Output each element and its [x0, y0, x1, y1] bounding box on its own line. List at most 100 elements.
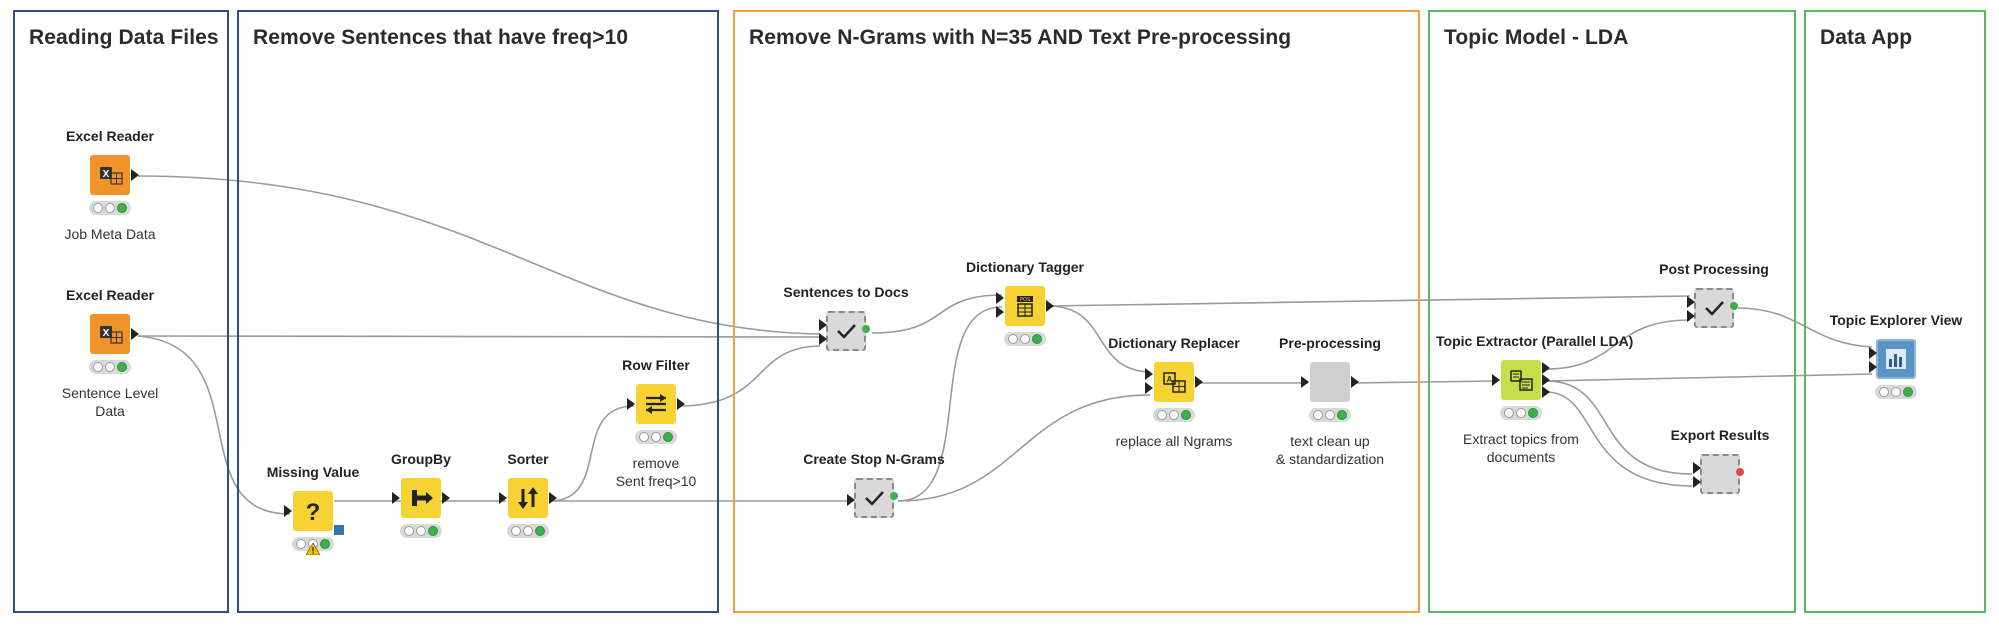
input-port[interactable]	[1869, 347, 1877, 359]
node-export-results[interactable]: Export Results	[1635, 426, 1805, 494]
svg-text:?: ?	[306, 499, 321, 526]
excel-reader-icon[interactable]: X	[90, 155, 139, 195]
output-port[interactable]	[131, 328, 139, 340]
warning-icon	[306, 543, 320, 555]
chart-view-icon[interactable]	[1869, 339, 1916, 379]
node-label: Pre-processing	[1279, 335, 1381, 351]
input-port[interactable]	[499, 492, 507, 504]
input-port[interactable]	[847, 494, 855, 506]
node-dictionary-tagger[interactable]: Dictionary Tagger POS	[940, 258, 1110, 346]
group-title: Remove Sentences that have freq>10	[253, 26, 629, 49]
input-port[interactable]	[1145, 382, 1153, 394]
node-status-lights	[507, 524, 549, 538]
node-row-filter[interactable]: Row Filter remove Sent freq>10	[571, 356, 741, 490]
node-label: Post Processing	[1659, 261, 1769, 277]
flow-variable-badge	[334, 525, 344, 535]
input-port[interactable]	[1869, 361, 1877, 373]
output-port[interactable]	[862, 325, 870, 333]
node-topic-explorer-view[interactable]: Topic Explorer View	[1811, 311, 1981, 399]
input-port[interactable]	[284, 505, 292, 517]
input-port[interactable]	[819, 319, 827, 331]
group-data-app[interactable]: Data App	[1804, 10, 1986, 613]
wire-rowfilter-to-sent2docs	[677, 345, 821, 407]
node-annotation: remove Sent freq>10	[615, 455, 697, 489]
input-port[interactable]	[392, 492, 400, 504]
tagger-icon[interactable]: POS	[996, 286, 1054, 326]
input-port[interactable]	[1687, 296, 1695, 308]
group-remove-sentences[interactable]: Remove Sentences that have freq>10	[237, 10, 719, 613]
wire-preproc-to-topicext	[1351, 380, 1497, 384]
node-label: Topic Extractor (Parallel LDA)	[1436, 333, 1634, 349]
input-port[interactable]	[996, 292, 1004, 304]
output-port[interactable]	[1542, 386, 1550, 398]
node-annotation: Sentence Level Data	[61, 385, 159, 419]
sort-arrows-icon[interactable]	[499, 478, 557, 518]
group-reading-data-files[interactable]: Reading Data Files	[13, 10, 229, 613]
node-dictionary-replacer[interactable]: Dictionary Replacer A replace all Ngrams	[1089, 334, 1259, 450]
input-port[interactable]	[627, 398, 635, 410]
output-port[interactable]	[1046, 300, 1054, 312]
excel-reader-icon[interactable]: X	[90, 314, 139, 354]
wire-stopngrams-to-dicttagger	[897, 306, 1003, 502]
node-sentences-to-docs[interactable]: Sentences to Docs	[761, 283, 931, 351]
node-groupby[interactable]: GroupBy	[336, 450, 506, 538]
output-port[interactable]	[1351, 376, 1359, 388]
node-post-processing[interactable]: Post Processing	[1629, 260, 1799, 328]
filter-icon[interactable]	[627, 384, 685, 424]
node-label: Dictionary Replacer	[1108, 335, 1240, 351]
output-port[interactable]	[677, 398, 685, 410]
wire-sorter-to-rowfilter	[549, 405, 635, 502]
wire-topicext-to-postproc	[1545, 319, 1691, 370]
node-pre-processing[interactable]: Pre-processing text clean up & standardi…	[1245, 334, 1415, 468]
input-port[interactable]	[1145, 368, 1153, 380]
node-excel-reader-sentence[interactable]: Excel Reader X Sentence Level Data	[25, 286, 195, 420]
group-topic-model-lda[interactable]: Topic Model - LDA	[1428, 10, 1796, 613]
wire-stopngrams-to-dictreplacer	[897, 394, 1151, 502]
output-port[interactable]	[1736, 468, 1744, 476]
group-remove-ngrams[interactable]: Remove N-Grams with N=35 AND Text Pre-pr…	[733, 10, 1420, 613]
input-port[interactable]	[819, 333, 827, 345]
checkmark-icon[interactable]	[819, 311, 870, 351]
node-label: Missing Value	[266, 464, 360, 480]
checkmark-icon[interactable]	[847, 478, 898, 518]
output-port[interactable]	[1195, 376, 1203, 388]
node-status-lights	[1309, 408, 1351, 422]
node-annotation: replace all Ngrams	[1115, 433, 1233, 449]
input-port[interactable]	[1301, 376, 1309, 388]
node-topic-extractor[interactable]: Topic Extractor (Parallel LDA) Extract t…	[1436, 332, 1634, 466]
node-status-lights	[400, 524, 442, 538]
metanode-icon[interactable]	[1301, 362, 1359, 402]
output-port[interactable]	[890, 492, 898, 500]
group-title: Topic Model - LDA	[1444, 26, 1629, 49]
input-port[interactable]	[1693, 462, 1701, 474]
node-label: Dictionary Tagger	[966, 259, 1084, 275]
groupby-icon[interactable]	[392, 478, 450, 518]
output-port[interactable]	[442, 492, 450, 504]
output-port[interactable]	[131, 169, 139, 181]
output-port[interactable]	[549, 492, 557, 504]
group-title: Reading Data Files	[29, 26, 219, 49]
component-icon[interactable]	[1693, 454, 1744, 494]
node-label: Export Results	[1670, 427, 1770, 443]
input-port[interactable]	[1687, 310, 1695, 322]
question-mark-icon[interactable]: ?	[284, 491, 344, 535]
topic-extractor-icon[interactable]	[1492, 360, 1550, 400]
node-sorter[interactable]: Sorter	[443, 450, 613, 538]
input-port[interactable]	[996, 306, 1004, 318]
output-port[interactable]	[1730, 302, 1738, 310]
output-port[interactable]	[1542, 374, 1550, 386]
node-status-lights	[635, 430, 677, 444]
node-missing-value[interactable]: Missing Value ?	[228, 463, 398, 555]
replacer-icon[interactable]: A	[1145, 362, 1203, 402]
wire-topicext-to-export1	[1545, 380, 1693, 475]
input-port[interactable]	[1492, 374, 1500, 386]
input-port[interactable]	[1693, 476, 1701, 488]
node-create-stop-ngrams[interactable]: Create Stop N-Grams	[789, 450, 959, 518]
node-excel-reader-job-meta[interactable]: Excel Reader X Job Meta Data	[25, 127, 195, 243]
output-port[interactable]	[1542, 362, 1550, 374]
checkmark-icon[interactable]	[1687, 288, 1738, 328]
node-annotation: text clean up & standardization	[1275, 433, 1385, 467]
node-status-lights	[292, 537, 334, 555]
